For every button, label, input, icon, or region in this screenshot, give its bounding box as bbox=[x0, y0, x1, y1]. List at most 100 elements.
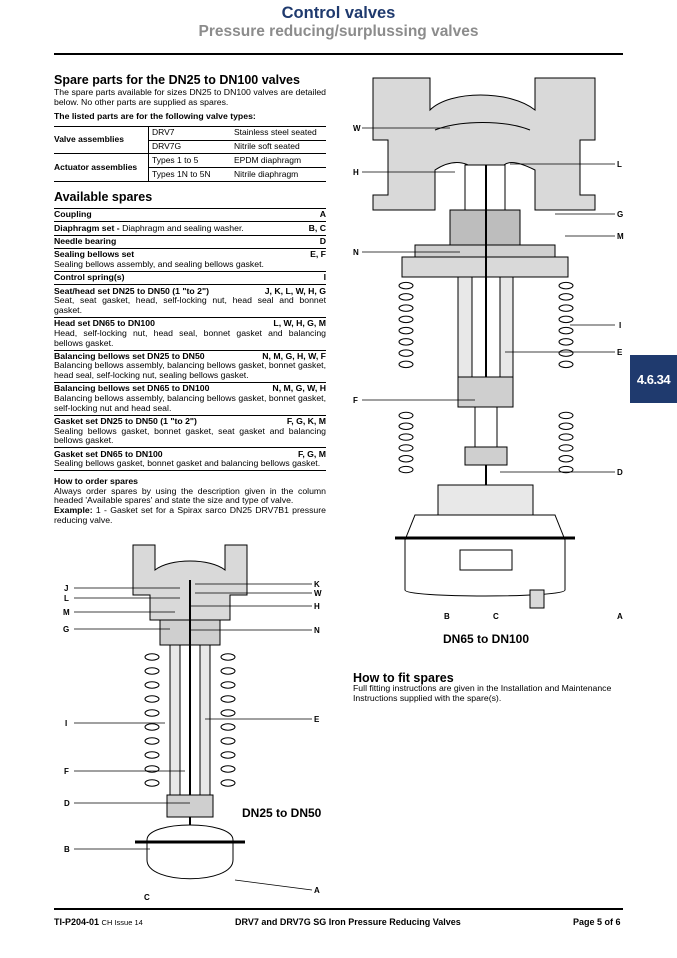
table-cell: Types 1 to 5 bbox=[148, 153, 232, 169]
callout-label: C bbox=[493, 612, 499, 621]
order-heading: How to order spares bbox=[54, 476, 138, 487]
table-cell: Types 1N to 5N bbox=[148, 167, 232, 182]
available-spares-heading: Available spares bbox=[54, 189, 153, 204]
spares-column: Spare parts for the DN25 to DN100 valves… bbox=[54, 73, 326, 525]
spare-code: I bbox=[323, 272, 326, 283]
spare-code: J, K, L, W, H, G bbox=[264, 285, 326, 296]
header-divider bbox=[54, 53, 623, 55]
spare-name: Control spring(s) bbox=[54, 272, 125, 283]
table-group-label: Valve assemblies bbox=[54, 125, 149, 155]
table-cell: Stainless steel seated bbox=[232, 125, 326, 141]
table-cell: DRV7 bbox=[148, 125, 232, 141]
drawing-caption-large: DN65 to DN100 bbox=[443, 632, 530, 646]
spare-item: Sealing bellows set E, F Sealing bellows a… bbox=[54, 249, 326, 272]
spare-name: Head set DN65 to DN100 bbox=[54, 318, 155, 329]
spare-name: Gasket set DN25 to DN50 (1 "to 2") bbox=[54, 416, 197, 427]
table-cell: EPDM diaphragm bbox=[232, 153, 326, 169]
spare-item: Control spring(s) I bbox=[54, 272, 326, 286]
callout-label: E bbox=[314, 715, 320, 724]
example-text: 1 - Gasket set for a Spirax sarco DN25 D… bbox=[54, 504, 326, 525]
page-title: Control valves bbox=[281, 4, 396, 22]
spare-code: D bbox=[319, 236, 326, 247]
valve-types-heading: The listed parts are for the following v… bbox=[54, 111, 256, 122]
spare-detail: Balancing bellows assembly, balancing be… bbox=[54, 360, 326, 381]
valve-drawing-dn65-dn100 bbox=[372, 77, 596, 609]
callout-label: M bbox=[617, 232, 624, 241]
callout-label: A bbox=[617, 612, 623, 621]
callout-label: W bbox=[353, 124, 361, 133]
spare-code: E, F bbox=[310, 249, 326, 260]
callout-label: G bbox=[63, 625, 70, 634]
table-cell: Nitrile soft seated bbox=[232, 140, 326, 155]
callout-label: G bbox=[617, 210, 624, 219]
valve-types-table: Valve assemblies DRV7 Stainless steel se… bbox=[54, 125, 326, 182]
spare-code: F, G, K, M bbox=[286, 416, 326, 427]
callout-label: D bbox=[64, 799, 70, 808]
table-group-label: Actuator assemblies bbox=[54, 153, 149, 182]
spare-item: Gasket set DN25 to DN50 (1 "to 2") F, G, … bbox=[54, 416, 326, 449]
callout-label: D bbox=[617, 468, 623, 477]
fit-text: Full fitting instructions are given in t… bbox=[353, 683, 612, 703]
spare-code: F, G, M bbox=[298, 448, 326, 459]
table-cell: DRV7G bbox=[148, 140, 232, 155]
callout-label: L bbox=[617, 160, 622, 169]
spare-code: L, W, H, G, M bbox=[273, 318, 326, 329]
callout-label: E bbox=[617, 348, 623, 357]
callout-label: M bbox=[63, 608, 70, 617]
footer-title: DRV7 and DRV7G SG Iron Pressure Reducing… bbox=[235, 917, 461, 927]
order-example: Example: 1 - Gasket set for a Spirax sar… bbox=[54, 504, 326, 525]
drawing-caption-small: DN25 to DN50 bbox=[242, 806, 322, 820]
callout-label: F bbox=[64, 767, 69, 776]
callout-label: N bbox=[353, 248, 359, 257]
spare-name: Seat/head set DN25 to DN50 (1 "to 2") bbox=[54, 285, 210, 296]
table-row: Valve assemblies DRV7 Stainless steel se… bbox=[54, 125, 326, 155]
spare-item: Seat/head set DN25 to DN50 (1 "to 2") J, … bbox=[54, 285, 326, 318]
spare-name: Gasket set DN65 to DN100 bbox=[54, 448, 163, 459]
table-row: Types 1N to 5N Nitrile diaphragm bbox=[54, 167, 326, 182]
page-subtitle: Pressure reducing/surplussing valves bbox=[198, 23, 479, 40]
table-cell: Nitrile diaphragm bbox=[232, 167, 326, 182]
spare-item: Diaphragm set - Diaphragm and sealing wa… bbox=[54, 222, 326, 236]
spare-code: N, M, G, W, H bbox=[272, 383, 326, 394]
spare-parts-heading: Spare parts for the DN25 to DN100 valves bbox=[54, 73, 300, 87]
spare-detail: Balancing bellows assembly, balancing be… bbox=[54, 393, 326, 413]
spare-item: Balancing bellows set DN25 to DN50 N, M, … bbox=[54, 351, 326, 384]
spare-name: Balancing bellows set DN25 to DN50 bbox=[54, 350, 205, 361]
callout-label: L bbox=[64, 594, 69, 603]
valve-drawing-dn25-dn50 bbox=[132, 544, 248, 880]
callout-label: J bbox=[64, 584, 69, 593]
table-row: Actuator assemblies Types 1 to 5 EPDM di… bbox=[54, 153, 326, 182]
spare-name: Sealing bellows set bbox=[54, 249, 135, 260]
spare-item: Needle bearing D bbox=[54, 236, 326, 250]
example-label: Example: bbox=[54, 504, 93, 515]
footer-issue: CH Issue 14 bbox=[101, 918, 143, 927]
spare-name: Diaphragm set - bbox=[54, 222, 120, 233]
fit-heading: How to fit spares bbox=[353, 671, 454, 685]
callout-label: H bbox=[353, 168, 359, 177]
callout-label: N bbox=[314, 626, 320, 635]
footer-doc: TI-P204-01 bbox=[54, 917, 100, 927]
footer-doc-ref: TI-P204-01 CH Issue 14 bbox=[54, 917, 143, 927]
callout-label: F bbox=[353, 396, 358, 405]
callout-label: B bbox=[64, 845, 70, 854]
spare-code: B, C bbox=[308, 222, 326, 233]
callout-label: W bbox=[314, 589, 322, 598]
footer-divider bbox=[54, 908, 623, 910]
spare-code: N, M, G, H, W, F bbox=[262, 350, 326, 361]
spare-desc: Diaphragm and sealing washer. bbox=[119, 222, 244, 233]
callout-label: I bbox=[619, 321, 622, 330]
callout-label: H bbox=[314, 602, 320, 611]
spare-name: Needle bearing bbox=[54, 236, 117, 247]
spare-parts-intro: The spare parts available for sizes DN25… bbox=[54, 87, 326, 107]
section-tab: 4.6.34 bbox=[630, 355, 677, 403]
callout-label: K bbox=[314, 580, 320, 589]
callout-label: I bbox=[65, 719, 68, 728]
spare-detail: Sealing bellows assembly, and sealing be… bbox=[54, 259, 264, 270]
callout-leader-lines bbox=[362, 127, 615, 473]
spare-detail: Head, self-locking nut, head seal, bonne… bbox=[54, 327, 326, 348]
